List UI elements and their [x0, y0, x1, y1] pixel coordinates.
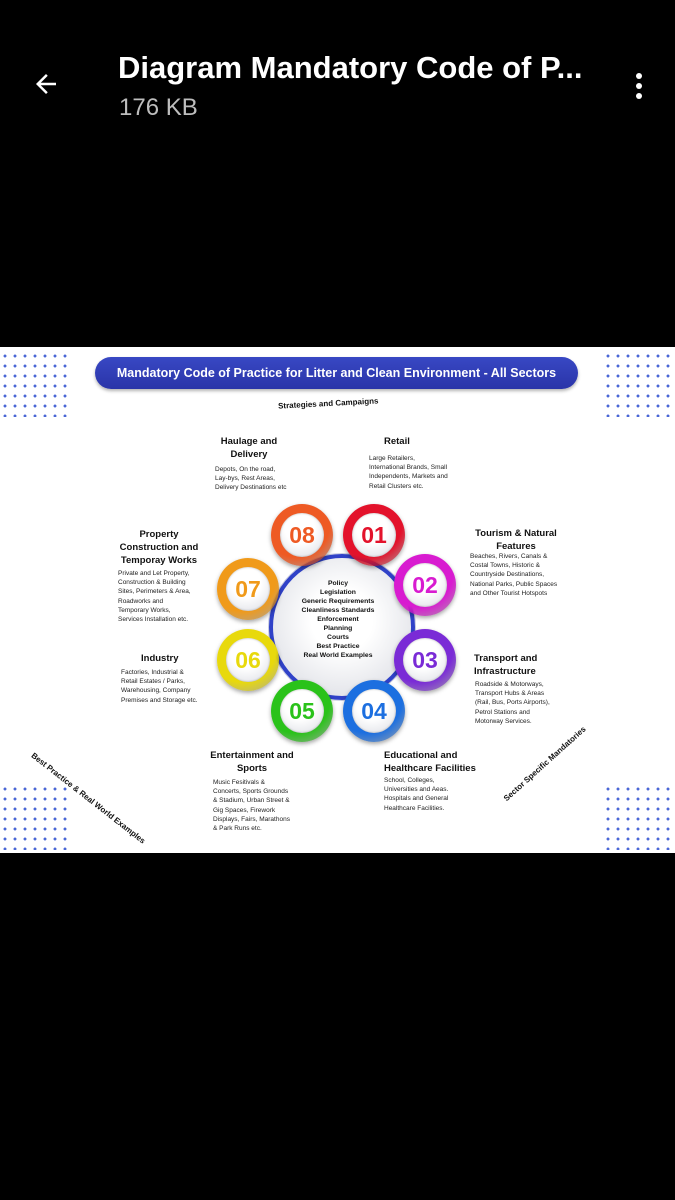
node-03: 03 — [394, 629, 456, 691]
sector-title-retail: Retail — [384, 436, 410, 447]
dot-pattern-top-left — [0, 351, 70, 417]
sector-title-transport: Transport and Infrastructure — [474, 653, 538, 677]
sector-desc-haulage: Depots, On the road, Lay-bys, Rest Areas… — [215, 466, 287, 492]
diagram-image[interactable]: Mandatory Code of Practice for Litter an… — [0, 347, 675, 853]
file-title: Diagram Mandatory Code of P... — [118, 50, 583, 85]
node-02: 02 — [394, 554, 456, 616]
sector-title-education: Educational and Healthcare Facilities — [384, 750, 476, 774]
dot-pattern-bottom-left — [0, 784, 70, 850]
sector-desc-education: School, Colleges, Universities and Aeas.… — [384, 777, 449, 812]
sector-desc-entertainment: Music Fesitivals & Concerts, Sports Grou… — [213, 779, 290, 833]
arc-label-strategies: Strategies and Campaigns — [277, 396, 379, 411]
sector-desc-property: Private and Let Property, Construction &… — [118, 570, 191, 624]
sector-desc-tourism: Beaches, Rivers, Canals & Costal Towns, … — [470, 553, 558, 597]
sector-title-haulage: Haulage and Delivery — [220, 436, 278, 460]
arrow-left-icon — [36, 74, 56, 94]
sector-title-tourism: Tourism & Natural Features — [475, 528, 557, 552]
node-07: 07 — [217, 558, 279, 620]
sector-title-industry: Industry — [141, 653, 179, 664]
dot-pattern-bottom-right — [603, 784, 673, 850]
sector-title-property: Property Construction and Temporay Works — [119, 529, 199, 566]
node-05: 05 — [271, 680, 333, 742]
more-vertical-icon — [636, 73, 642, 99]
dot-pattern-top-right — [603, 351, 673, 417]
sector-desc-industry: Factories, Industrial & Retail Estates /… — [121, 669, 198, 704]
sector-title-entertainment: Entertainment and Sports — [210, 750, 294, 774]
node-04: 04 — [343, 680, 405, 742]
top-app-bar: Diagram Mandatory Code of P... 176 KB — [0, 0, 675, 140]
center-circle — [269, 554, 415, 700]
node-01: 01 — [343, 504, 405, 566]
arc-label-sector-specific: Sector Specific Mandatories — [501, 724, 588, 803]
sector-desc-transport: Roadside & Motorways, Transport Hubs & A… — [475, 681, 550, 725]
sector-desc-retail: Large Retailers, International Brands, S… — [369, 455, 448, 490]
diagram-banner: Mandatory Code of Practice for Litter an… — [95, 357, 578, 389]
more-options-button[interactable] — [622, 66, 656, 106]
node-06: 06 — [217, 629, 279, 691]
node-08: 08 — [271, 504, 333, 566]
center-text: Policy Legislation Generic Requirements … — [301, 580, 375, 659]
file-size: 176 KB — [119, 94, 198, 121]
back-button[interactable] — [26, 64, 66, 104]
